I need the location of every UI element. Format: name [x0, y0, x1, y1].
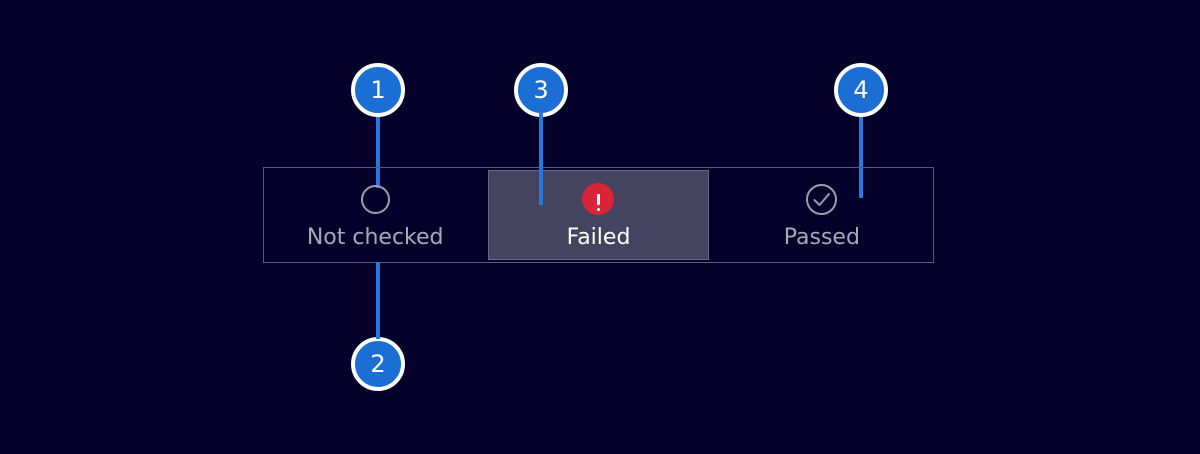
segment-label-not-checked: Not checked	[306, 225, 444, 250]
callout-badge-3[interactable]: 3	[514, 63, 568, 117]
leader-line-4	[859, 112, 863, 198]
callout-badge-1-number: 1	[370, 76, 386, 104]
segment-label-failed: Failed	[566, 225, 631, 250]
callout-badge-2[interactable]: 2	[351, 337, 405, 391]
segment-failed[interactable]: Failed	[488, 170, 709, 260]
segment-label-passed: Passed	[783, 225, 860, 250]
error-exclamation-icon	[582, 183, 615, 215]
circle-outline-icon	[360, 184, 390, 214]
check-circle-outline-icon	[806, 183, 838, 215]
segment-not-checked[interactable]: Not checked	[266, 170, 484, 260]
callout-badge-1[interactable]: 1	[351, 63, 405, 117]
callout-badge-3-number: 3	[533, 76, 549, 104]
callout-badge-2-number: 2	[370, 350, 386, 378]
leader-line-3	[539, 112, 543, 205]
leader-line-2	[376, 262, 380, 339]
passed-icon-wrap	[805, 179, 838, 219]
leader-line-1	[376, 112, 380, 188]
failed-icon-wrap	[582, 179, 615, 219]
callout-badge-4-number: 4	[853, 76, 869, 104]
segment-passed[interactable]: Passed	[713, 170, 931, 260]
not-checked-icon-wrap	[360, 179, 390, 219]
exclamation-glyph	[596, 193, 600, 211]
callout-badge-4[interactable]: 4	[834, 63, 888, 117]
status-filter-segmented-control[interactable]: Not checked Failed Passed	[263, 167, 934, 263]
